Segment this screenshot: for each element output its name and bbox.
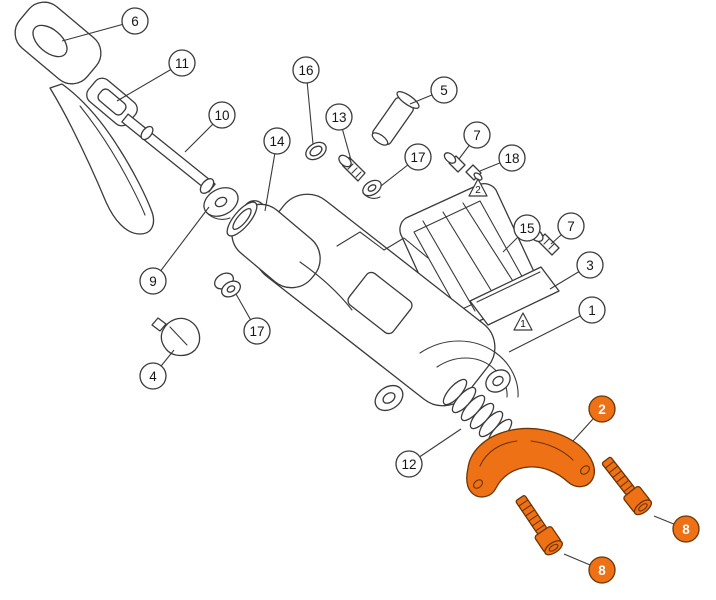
svg-text:7: 7 (567, 219, 575, 234)
part-lever-clamp (86, 77, 138, 127)
svg-text:2: 2 (598, 402, 606, 417)
callout-3: 3 (576, 251, 604, 279)
svg-text:17: 17 (410, 150, 425, 165)
callout-7-right: 7 (557, 212, 585, 240)
part-backing-plate (469, 266, 560, 326)
svg-text:10: 10 (214, 108, 229, 123)
callout-11: 11 (168, 49, 196, 77)
assembly-marker-1: 1 (513, 312, 533, 331)
callout-12: 12 (395, 450, 423, 478)
svg-text:11: 11 (175, 56, 189, 71)
callout-5: 5 (430, 76, 458, 104)
assembly-marker-2: 2 (468, 178, 488, 197)
svg-text:15: 15 (519, 221, 534, 236)
svg-text:5: 5 (440, 83, 448, 98)
part-seat-clamp-highlighted (466, 427, 595, 498)
part-main-housing (226, 193, 519, 412)
svg-text:9: 9 (149, 274, 157, 289)
callout-10: 10 (208, 101, 236, 129)
svg-text:18: 18 (504, 151, 519, 166)
svg-text:7: 7 (473, 128, 481, 143)
part-bolt-lower-highlighted (515, 495, 563, 556)
part-screw-small (443, 152, 466, 173)
callout-8-right-highlighted: 8 (672, 515, 700, 543)
callout-14: 14 (263, 127, 291, 155)
svg-text:1: 1 (520, 319, 526, 330)
callout-4: 4 (139, 362, 167, 390)
svg-text:14: 14 (269, 134, 285, 149)
svg-text:12: 12 (401, 457, 416, 472)
callout-13: 13 (325, 103, 353, 131)
svg-text:6: 6 (131, 14, 139, 29)
svg-text:17: 17 (249, 324, 264, 339)
svg-text:4: 4 (149, 369, 157, 384)
part-bolt-upper-highlighted (601, 456, 653, 516)
callout-6: 6 (121, 7, 149, 35)
part-o-ring (305, 141, 327, 161)
svg-text:8: 8 (598, 563, 606, 578)
callout-18: 18 (498, 144, 526, 172)
svg-text:16: 16 (298, 63, 313, 78)
callout-8-bottom-highlighted: 8 (588, 556, 616, 584)
part-set-screw (338, 154, 366, 182)
callout-17-left: 17 (243, 317, 271, 345)
callout-16: 16 (292, 56, 320, 84)
svg-text:13: 13 (331, 110, 346, 125)
callout-7-top: 7 (463, 121, 491, 149)
svg-text:2: 2 (475, 185, 481, 196)
svg-text:1: 1 (588, 303, 596, 318)
part-linkage-rod (121, 113, 216, 194)
part-pivot-washer (203, 187, 239, 220)
part-washer-small (214, 272, 241, 298)
svg-text:3: 3 (586, 258, 594, 273)
part-plug (151, 317, 201, 357)
svg-text:8: 8 (682, 522, 690, 537)
part-lever-blade (14, 1, 155, 235)
part-flange-nut (362, 179, 382, 199)
callout-15: 15 (513, 214, 541, 242)
callout-2-highlighted: 2 (588, 395, 616, 423)
part-barrel (371, 91, 420, 146)
part-barrel-nut (465, 164, 483, 181)
callout-17-top: 17 (404, 143, 432, 171)
callout-1: 1 (578, 296, 606, 324)
callout-9: 9 (139, 267, 167, 295)
